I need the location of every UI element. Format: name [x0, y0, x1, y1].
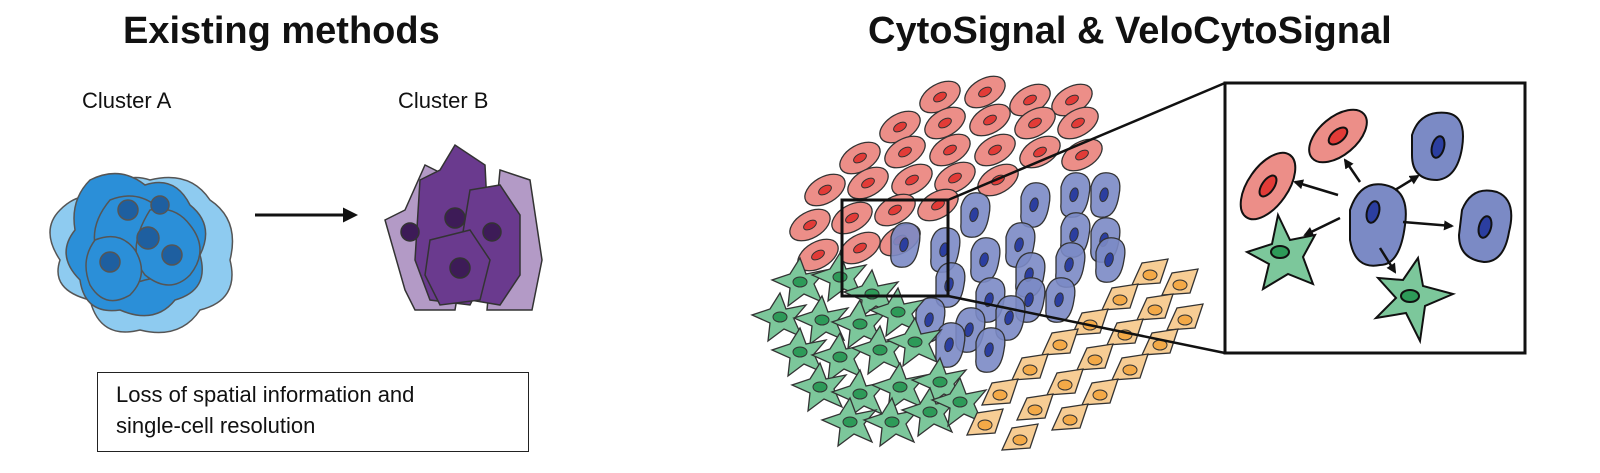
orange-cell [980, 378, 1019, 406]
inset-red-cell-1 [1239, 151, 1297, 221]
red-cell [1019, 135, 1061, 169]
blue-cell [970, 237, 1001, 283]
blue-cell [930, 227, 961, 273]
orange-cell [1000, 423, 1039, 451]
cluster-b-cells [384, 143, 543, 311]
red-cell [879, 110, 921, 144]
orange-cell [1130, 258, 1169, 286]
green-cell [930, 376, 988, 428]
red-cell [924, 106, 966, 140]
limitation-note-box: Loss of spatial information and single-c… [97, 372, 529, 452]
orange-cell [1010, 353, 1049, 381]
zoom-line-bottom [947, 294, 1226, 355]
blue-cell [975, 327, 1006, 373]
right-panel-title: CytoSignal & VeloCytoSignal [868, 10, 1392, 52]
orange-cell [1045, 368, 1084, 396]
red-cell [804, 173, 846, 207]
blue-cell [1095, 237, 1126, 283]
note-line-1: Loss of spatial information and [116, 382, 415, 407]
cluster-a-cells [49, 172, 234, 334]
orange-cell [1015, 393, 1054, 421]
zoom-line-top [947, 81, 1226, 202]
green-cell [790, 361, 848, 413]
red-cell [1014, 106, 1056, 140]
inset-blue-cell-center [1349, 183, 1407, 267]
red-cell [797, 238, 839, 272]
orange-cell [1135, 293, 1174, 321]
red-cell [974, 133, 1016, 167]
green-cell [792, 294, 850, 346]
cluster-a-label: Cluster A [82, 88, 172, 113]
orange-cell [1080, 378, 1119, 406]
orange-cell [1110, 353, 1149, 381]
blue-cell [890, 222, 921, 268]
green-cell [750, 291, 808, 343]
orange-cell [965, 408, 1004, 436]
blue-cell [1045, 277, 1076, 323]
tissue-cell-map [750, 75, 1204, 451]
blue-cell [1060, 172, 1091, 218]
red-cell [884, 135, 926, 169]
red-cell [839, 231, 881, 265]
green-cell [820, 396, 878, 448]
blue-cell [1020, 182, 1051, 228]
inset-red-cell-2 [1308, 108, 1368, 164]
note-line-2: single-cell resolution [116, 413, 316, 438]
green-cell [870, 361, 928, 413]
cluster-b-label: Cluster B [398, 88, 489, 113]
orange-cell [1050, 403, 1089, 431]
blue-cell [960, 192, 991, 238]
inset-cells [1239, 108, 1513, 345]
red-cell [969, 103, 1011, 137]
blue-cell [1090, 172, 1121, 218]
green-cell [810, 331, 868, 383]
orange-cell [1100, 283, 1139, 311]
green-cell [862, 396, 920, 448]
orange-cell [1160, 268, 1199, 296]
green-cell [770, 326, 828, 378]
red-cell [934, 161, 976, 195]
orange-cell [1040, 328, 1079, 356]
red-cell [891, 163, 933, 197]
left-panel-title: Existing methods [123, 10, 440, 52]
red-cell [1057, 106, 1099, 140]
green-cell [770, 256, 828, 308]
red-cell [929, 133, 971, 167]
green-cell [885, 316, 943, 368]
zoom-region-box [840, 198, 950, 298]
red-cell [1061, 138, 1103, 172]
orange-cell [1075, 343, 1114, 371]
red-cell [964, 75, 1006, 109]
red-cell [847, 166, 889, 200]
red-cell [789, 208, 831, 242]
signaling-arrows [1293, 158, 1454, 274]
orange-cell [1165, 303, 1204, 331]
